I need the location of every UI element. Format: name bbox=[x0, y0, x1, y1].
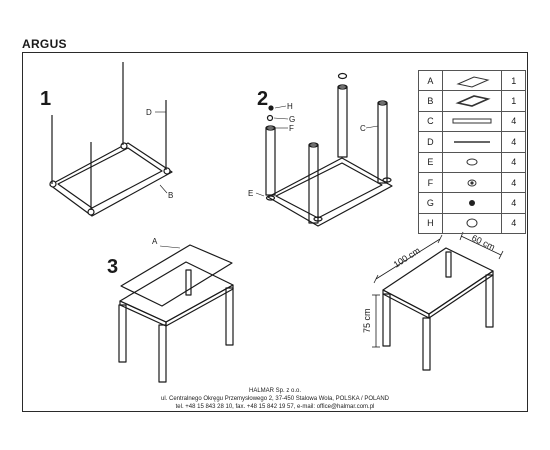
final-leg bbox=[485, 274, 494, 328]
step3-leg bbox=[158, 324, 167, 383]
part-letter: C bbox=[418, 110, 443, 133]
final-leg bbox=[422, 317, 431, 371]
step3-glass-top bbox=[120, 244, 233, 307]
callout-b: B bbox=[168, 191, 173, 200]
part-letter: H bbox=[418, 212, 443, 235]
dimension-lines bbox=[372, 231, 504, 348]
washer-icon bbox=[441, 151, 503, 173]
callout-c: C bbox=[360, 124, 366, 133]
callout-a: A bbox=[152, 237, 158, 246]
leg-tube-icon bbox=[441, 110, 503, 133]
step2-leg bbox=[265, 127, 276, 196]
part-quantity: 4 bbox=[501, 110, 526, 133]
part-quantity: 4 bbox=[501, 171, 526, 194]
callout-h: H bbox=[287, 102, 293, 111]
dimension-length: 100 cm bbox=[392, 245, 422, 269]
final-table-illustration bbox=[372, 231, 504, 371]
part-letter: G bbox=[418, 192, 443, 214]
step-2-illustration bbox=[255, 72, 393, 227]
step2-leg bbox=[337, 86, 348, 158]
rod-icon bbox=[441, 131, 503, 153]
product-title: ARGUS bbox=[22, 37, 67, 51]
pad-icon bbox=[441, 192, 503, 214]
step1-frame-inner bbox=[57, 147, 163, 209]
step3-leg bbox=[225, 287, 234, 346]
step2-frame-inner bbox=[275, 162, 383, 219]
instruction-sheet-frame bbox=[22, 52, 528, 412]
callout-g: G bbox=[289, 115, 295, 124]
dimension-width: 60 cm bbox=[470, 233, 496, 252]
part-letter: F bbox=[418, 171, 443, 194]
callout-f: F bbox=[289, 124, 294, 133]
step-2-number: 2 bbox=[257, 88, 269, 110]
step2-leg bbox=[377, 102, 388, 184]
part-quantity: 4 bbox=[501, 192, 526, 214]
part-letter: B bbox=[418, 90, 443, 112]
part-quantity: 4 bbox=[501, 212, 526, 235]
foot-cap-icon bbox=[441, 212, 503, 235]
part-quantity: 4 bbox=[501, 131, 526, 153]
step-3-illustration bbox=[118, 244, 234, 383]
part-quantity: 4 bbox=[501, 151, 526, 173]
footer-address: ul. Centralnego Okręgu Przemysłowego 2, … bbox=[160, 396, 389, 402]
frame-icon bbox=[441, 90, 503, 112]
step1-frame-outer bbox=[49, 142, 173, 217]
dimension-height: 75 cm bbox=[362, 308, 372, 333]
glass-top-icon bbox=[441, 69, 503, 92]
footer-contact: tel. +48 15 843 28 10, fax. +48 15 842 1… bbox=[175, 404, 375, 410]
part-letter: A bbox=[418, 69, 443, 92]
step3-leg bbox=[118, 304, 127, 363]
part-letter: D bbox=[418, 131, 443, 153]
step2-foot-cap bbox=[337, 72, 348, 80]
bolt-nut-icon bbox=[441, 171, 503, 194]
callout-e: E bbox=[248, 189, 253, 198]
part-letter: E bbox=[418, 151, 443, 173]
step3-frame-front bbox=[165, 284, 234, 327]
step2-frame-outer bbox=[267, 157, 393, 227]
part-quantity: 1 bbox=[501, 90, 526, 112]
footer: HALMAR Sp. z o.o. ul. Centralnego Okręgu… bbox=[0, 387, 550, 411]
footer-company: HALMAR Sp. z o.o. bbox=[248, 388, 302, 394]
final-leg bbox=[382, 293, 391, 347]
step-1-illustration bbox=[49, 62, 173, 217]
callout-d: D bbox=[146, 108, 152, 117]
step-3-number: 3 bbox=[107, 256, 119, 278]
step2-leg bbox=[308, 144, 319, 224]
part-quantity: 1 bbox=[501, 69, 526, 92]
step-1-number: 1 bbox=[40, 88, 52, 110]
